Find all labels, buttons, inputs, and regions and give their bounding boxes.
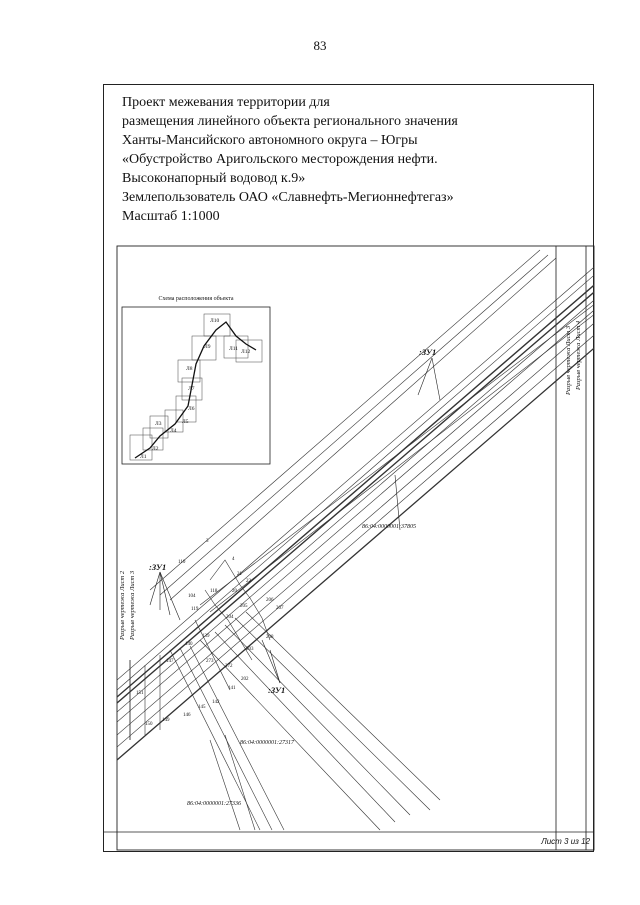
point-label: 141: [228, 686, 236, 691]
point-label: 147: [166, 659, 174, 664]
inset-sheet-label: Л10: [210, 318, 219, 324]
inset-sheet-label: Л3: [155, 421, 162, 427]
point-label: 3: [206, 539, 209, 544]
cadastral-label: 86:04:0000001:37805: [362, 523, 416, 530]
title-line: Землепользователь ОАО «Славнефть-Мегионн…: [122, 190, 454, 205]
inset-sheet-label: Л7: [188, 386, 195, 392]
point-label: 204: [226, 615, 234, 620]
inset-sheet-label: Л11: [229, 346, 238, 352]
point-label: 208: [266, 635, 274, 640]
point-label: 202: [241, 677, 249, 682]
road-line: [209, 314, 594, 613]
branch-line: [234, 617, 431, 811]
point-label: 207: [276, 606, 284, 611]
inset-sheet-label: Л9: [204, 344, 211, 350]
inset-sheet-label: Л6: [188, 406, 195, 412]
parcel-label-zu1: :ЗУ1: [149, 562, 166, 572]
junction-lines: [209, 559, 271, 641]
junction-lines: [204, 589, 253, 661]
title-line: Проект межевания территории для: [122, 95, 330, 110]
parcel-label-zu1: :ЗУ1: [419, 347, 436, 357]
point-label: 4: [232, 557, 235, 562]
branch-line: [245, 611, 441, 801]
point-label: 110: [178, 560, 186, 565]
corridor-line: [117, 334, 594, 748]
point-label: 272: [225, 664, 233, 669]
point-label: 150: [145, 722, 153, 727]
point-label: 104: [188, 594, 196, 599]
point-label: 139: [202, 634, 210, 639]
corridor-line: [117, 266, 594, 681]
cadastral-label: 86:04:0000001:27336: [187, 800, 241, 807]
branch-line: [169, 649, 261, 831]
point-label: 118: [210, 589, 218, 594]
point-label: 206: [266, 598, 274, 603]
drawing-frame: [103, 84, 594, 852]
inset-sheet-label: Л8: [186, 366, 193, 372]
point-label: 22: [246, 579, 252, 584]
title-line: размещения линейного объекта регионально…: [122, 114, 458, 129]
road-line: [199, 304, 594, 606]
point-label: 20: [232, 589, 238, 594]
title-block: Проект межевания территории для размещен…: [122, 93, 458, 226]
break-label-right: Разрыв чертежа Лист 4: [575, 320, 582, 391]
inset-sheet-label: Л5: [182, 419, 189, 425]
junction-lines: [194, 619, 231, 691]
branch-line: [199, 639, 381, 831]
point-label: 273: [206, 659, 214, 664]
title-line: Масштаб 1:1000: [122, 209, 220, 224]
title-line: Высоконапорный водовод к.9»: [122, 171, 306, 186]
branch-line: [224, 734, 256, 831]
inset-scheme: Л1 Л2 Л3 Л4 Л5 Л6 Л7 Л8 Л9 Л10 Л11 Л12 С…: [121, 295, 271, 465]
corridor-line: [117, 309, 594, 723]
title-line: «Обустройство Аригольского месторождения…: [122, 152, 438, 167]
inset-sheet-label: Л1: [140, 454, 147, 460]
inset-title: Схема расположения объекта: [158, 295, 233, 302]
point-label: 145: [198, 705, 206, 710]
break-label-left: Разрыв чертежа Лист 3: [129, 570, 136, 641]
point-label: 203: [246, 647, 254, 652]
sheet-number-label: Лист 3 из 12: [541, 837, 590, 846]
branch-line: [209, 739, 241, 831]
road-line: [169, 257, 557, 601]
cadastral-label: 86:04:0000001:27317: [240, 739, 295, 746]
point-label: 21: [237, 572, 243, 577]
point-label: 205: [240, 604, 248, 609]
branch-line: [214, 631, 396, 823]
road-line: [149, 249, 541, 591]
inset-sheet-label: Л12: [241, 349, 250, 355]
point-label: 151: [136, 691, 144, 696]
break-label-left: Разрыв чертежа Лист 2: [119, 570, 126, 641]
page-number: 83: [313, 38, 327, 53]
corridor-line: [117, 322, 594, 736]
corridor-line: [117, 347, 594, 761]
corridor-line: [117, 291, 594, 704]
branch-line: [224, 624, 411, 816]
point-label: 140: [185, 642, 193, 647]
break-label-right: Разрыв чертежа Лист 3: [565, 325, 572, 396]
parcel-label-zu1: :ЗУ1: [268, 685, 285, 695]
point-label: 146: [183, 713, 191, 718]
corridor-line: [117, 274, 594, 691]
inset-sheet-label: Л2: [152, 446, 159, 452]
road-line: [159, 254, 549, 596]
point-label: 119: [191, 607, 199, 612]
corridor-line: [117, 299, 594, 713]
branch-line: [189, 645, 285, 831]
corridor-line: [117, 284, 594, 698]
point-label: 149: [162, 718, 170, 723]
point-label: 142: [212, 700, 220, 705]
inset-sheet-label: Л4: [170, 428, 177, 434]
map-frame: [116, 245, 595, 851]
title-line: Ханты-Мансийского автономного округа – Ю…: [122, 133, 418, 148]
